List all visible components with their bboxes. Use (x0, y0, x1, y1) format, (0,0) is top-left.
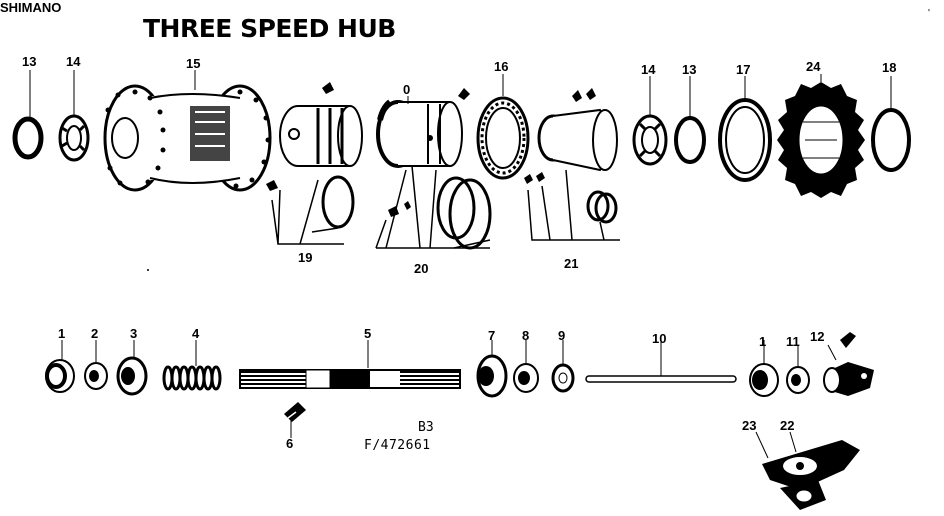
callout-5: 5 (364, 326, 371, 341)
callout-11: 11 (786, 334, 800, 349)
part-1-right-axle-nut (749, 340, 779, 397)
part-14-left-cone (58, 70, 90, 162)
callout-13-right: 13 (682, 62, 696, 77)
part-12-bell-crank (823, 332, 874, 396)
part-14-right-cone (632, 76, 668, 166)
callout-1-right: 1 (759, 334, 766, 349)
part-number: F/472661 (364, 438, 431, 453)
part-10-push-rod (585, 340, 737, 383)
part-22-23-shift-lever (755, 431, 860, 510)
callout-15: 15 (186, 56, 200, 71)
callout-3: 3 (130, 326, 137, 341)
callout-23: 23 (742, 418, 756, 433)
part-19-planet-cage (266, 82, 363, 245)
callout-18: 18 (882, 60, 896, 75)
part-4-spring (162, 340, 222, 391)
callout-16: 16 (494, 59, 508, 74)
part-20-driver-assembly (375, 88, 492, 250)
callout-20: 20 (414, 261, 428, 276)
brand-label: SHIMANO (0, 0, 62, 15)
part-7-cone (476, 340, 508, 398)
callout-14-left: 14 (66, 54, 81, 69)
part-11-lock-nut (786, 345, 810, 394)
part-3-cone (116, 340, 148, 396)
part-5-hub-axle (239, 340, 461, 389)
part-6-sliding-key (284, 402, 306, 438)
model-code: B3 (418, 420, 434, 435)
part-9-washer (551, 340, 575, 393)
part-16-ball-retainer (476, 74, 530, 180)
callout-21: 21 (564, 256, 578, 271)
callout-22: 22 (780, 418, 794, 433)
callout-1-left: 1 (58, 326, 65, 341)
callout-0: 0 (403, 82, 410, 97)
callout-13-left: 13 (22, 54, 36, 69)
callout-6: 6 (286, 436, 293, 451)
part-13-right-dust-cap (674, 76, 706, 164)
callout-4: 4 (192, 326, 200, 341)
callout-19: 19 (298, 250, 312, 265)
callout-10: 10 (652, 331, 666, 346)
part-1-left-axle-nut (45, 340, 75, 393)
part-18-snap-ring (871, 76, 911, 172)
callout-2: 2 (91, 326, 98, 341)
callout-9: 9 (558, 328, 565, 343)
diagram-title: THREE SPEED HUB (143, 14, 396, 43)
callout-7: 7 (488, 328, 495, 343)
part-8-lock-nut (513, 340, 539, 393)
callout-17: 17 (736, 62, 750, 77)
part-17-spacer-washer (718, 76, 772, 182)
part-15-hub-shell (103, 70, 272, 192)
part-13-left-dust-cap (12, 70, 44, 160)
callout-14-right: 14 (641, 62, 656, 77)
part-21-ring-gear (524, 88, 620, 241)
corner-mark: ' (928, 8, 930, 19)
callout-24: 24 (806, 59, 821, 74)
part-2-lock-nut (84, 340, 108, 390)
callout-8: 8 (522, 328, 529, 343)
part-24-sprocket (777, 74, 865, 198)
callout-12: 12 (810, 329, 824, 344)
